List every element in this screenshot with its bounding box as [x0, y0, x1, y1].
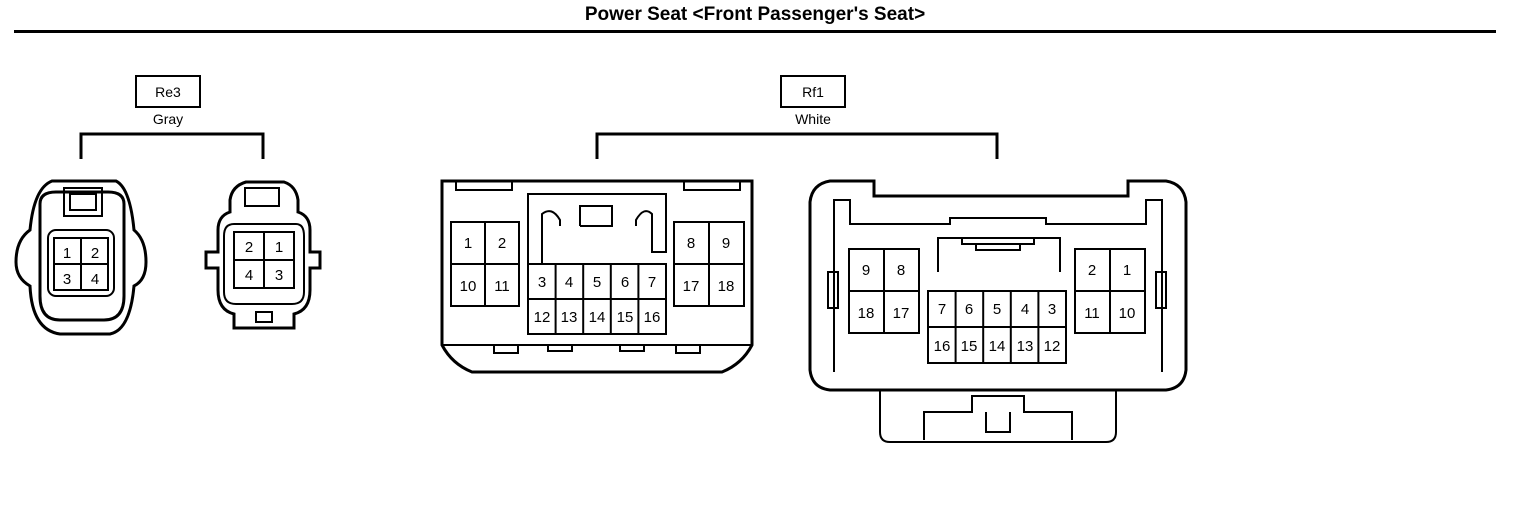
pin-label: 16: [934, 338, 951, 355]
pin-label: 10: [460, 278, 477, 295]
connector-re3-view-2: 2 1 4 3: [204, 180, 322, 330]
pin-label: 4: [565, 274, 573, 291]
connector-bottom-tab: [547, 344, 573, 352]
pin-label: 14: [589, 309, 606, 326]
pin-label: 13: [1017, 338, 1034, 355]
pin-label: 3: [275, 267, 283, 284]
pin-label: 1: [63, 245, 71, 262]
connector-center-key: [937, 237, 1061, 272]
pin-label: 18: [858, 305, 875, 322]
connector-code: Re3: [155, 84, 181, 100]
pin-label: 17: [893, 305, 910, 322]
connector-code-box: [135, 75, 201, 108]
pin-label: 18: [718, 278, 735, 295]
pin-label: 10: [1119, 305, 1136, 322]
title-rule: [14, 30, 1496, 33]
connector-housing: [14, 179, 148, 336]
pin-label: 1: [1123, 262, 1131, 279]
connector-color: Gray: [153, 111, 183, 127]
pin-label: 11: [494, 278, 510, 295]
pin-label: 13: [561, 309, 578, 326]
pin-label: 8: [687, 235, 695, 252]
connector-rf1-label: Rf1 White: [595, 75, 999, 159]
connector-rf1-view-1: 1 2 10 11 8 9 17 18 3 4 5 6 7 12 13: [440, 179, 754, 374]
connector-top-notch: [455, 181, 741, 191]
connector-bottom-tab: [493, 344, 519, 354]
pin-label: 4: [245, 267, 253, 284]
pin-label: 7: [648, 274, 656, 291]
connector-rf1-view-2: 9 8 18 17 2 1 11 10 7 6 5 4 3 16 15: [808, 179, 1188, 443]
connector-bracket: [79, 132, 265, 159]
connector-inner-wall: [833, 199, 1163, 372]
pin-label: 4: [1021, 301, 1029, 318]
connector-housing: [204, 180, 322, 330]
pin-label: 12: [534, 309, 551, 326]
connector-side-tab: [1155, 271, 1167, 309]
pin-label: 3: [1048, 301, 1056, 318]
connector-color: White: [795, 111, 831, 127]
connector-re3-view-1: 1 2 3 4: [14, 179, 148, 336]
connector-re3-label: Re3 Gray: [79, 75, 265, 159]
pin-label: 17: [683, 278, 700, 295]
pin-label: 5: [993, 301, 1001, 318]
connector-side-tab: [827, 271, 839, 309]
connector-lock-tab-inner: [69, 193, 97, 211]
connector-housing: [808, 179, 1188, 392]
pin-label: 2: [91, 245, 99, 262]
page-title: Power Seat <Front Passenger's Seat>: [584, 4, 926, 25]
connector-bracket: [595, 132, 999, 159]
pin-label: 1: [275, 239, 283, 256]
pin-label: 14: [989, 338, 1006, 355]
pin-label: 3: [63, 271, 71, 288]
pin-label: 9: [722, 235, 730, 252]
pin-label: 2: [498, 235, 506, 252]
connector-inner-housing: [223, 223, 305, 305]
pin-label: 12: [1044, 338, 1061, 355]
pin-label: 5: [593, 274, 601, 291]
pin-label: 11: [1084, 305, 1100, 322]
pin-label: 7: [938, 301, 946, 318]
connector-inner-housing: [38, 190, 126, 322]
pin-label: 4: [91, 271, 99, 288]
connector-bottom-tab: [675, 344, 701, 354]
pin-label: 9: [862, 262, 870, 279]
pin-label: 1: [464, 235, 472, 252]
connector-bottom-latch: [879, 390, 1117, 443]
pin-label: 8: [897, 262, 905, 279]
connector-pin-block-outer: [47, 229, 115, 297]
connector-center-key: [527, 193, 667, 265]
pin-label: 2: [245, 239, 253, 256]
connector-bottom-tab: [619, 344, 645, 352]
pin-label: 2: [1088, 262, 1096, 279]
connector-lock-tab: [63, 187, 103, 217]
pin-label: 3: [538, 274, 546, 291]
pin-label: 15: [961, 338, 978, 355]
pin-label: 15: [617, 309, 634, 326]
connector-housing: [440, 179, 754, 374]
connector-lock-tab: [244, 187, 280, 207]
connector-code-box: [780, 75, 846, 108]
connector-code: Rf1: [802, 84, 824, 100]
pin-label: 6: [965, 301, 973, 318]
connector-bottom-latch: [255, 311, 273, 323]
pin-label: 16: [644, 309, 661, 326]
pin-label: 6: [621, 274, 629, 291]
